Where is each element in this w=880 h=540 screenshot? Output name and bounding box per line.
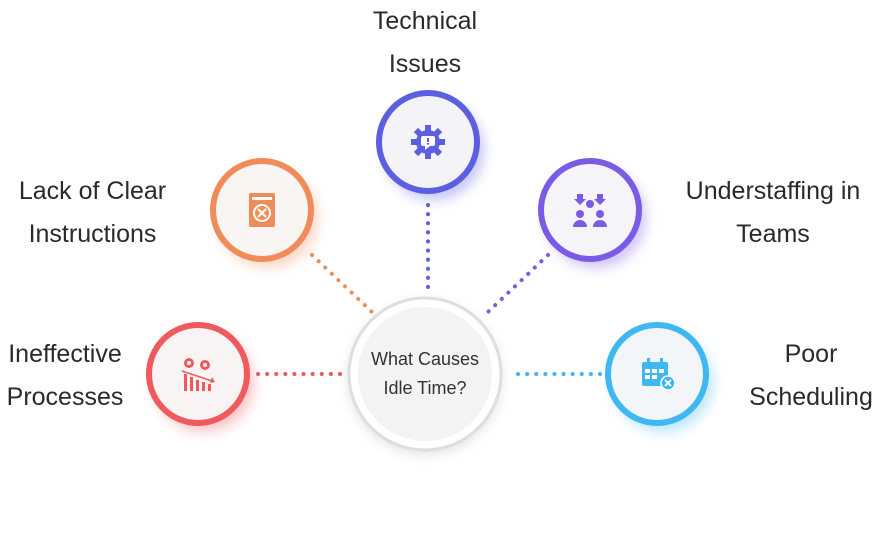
gear-alert-icon [411, 125, 445, 159]
node-lack-of-clear-instructions [210, 158, 318, 268]
label-poor-scheduling-line-2: Scheduling [749, 383, 873, 411]
label-poor-scheduling: Poor Scheduling [742, 333, 880, 419]
center-node [347, 296, 503, 452]
calendar-x-icon [642, 358, 676, 391]
label-ineffective-processes: Ineffective Processes [0, 333, 130, 419]
label-ineffective-processes-line-2: Processes [6, 383, 124, 411]
center-title-line-2: Idle Time? [383, 378, 467, 398]
label-poor-scheduling-line-1: Poor [784, 340, 838, 368]
center-title: What Causes Idle Time? [355, 345, 495, 403]
connector-understaffing-in-teams [486, 253, 550, 314]
label-understaffing-in-teams: Understaffing in Teams [668, 170, 878, 256]
label-lack-of-clear-instructions-line-1: Lack of Clear [18, 177, 167, 205]
node-understaffing-in-teams [538, 158, 646, 268]
connectors [256, 203, 604, 376]
center-title-line-1: What Causes [370, 349, 480, 369]
label-understaffing-in-teams-line-2: Teams [736, 220, 810, 248]
label-understaffing-in-teams-line-1: Understaffing in [685, 177, 861, 205]
label-lack-of-clear-instructions: Lack of Clear Instructions [5, 170, 180, 256]
label-technical-issues-line-1: Technical [372, 7, 478, 35]
label-technical-issues-line-2: Issues [388, 50, 462, 78]
label-lack-of-clear-instructions-line-2: Instructions [28, 220, 157, 248]
node-poor-scheduling [605, 322, 713, 432]
document-x-icon [249, 193, 275, 227]
node-technical-issues [376, 90, 484, 200]
label-technical-issues: Technical Issues [345, 0, 505, 86]
node-ineffective-processes [146, 322, 254, 432]
gears-decline-chart-icon [181, 358, 215, 391]
connector-lack-of-clear-instructions [310, 253, 374, 314]
label-ineffective-processes-line-1: Ineffective [8, 340, 122, 368]
team-icon [573, 194, 607, 227]
